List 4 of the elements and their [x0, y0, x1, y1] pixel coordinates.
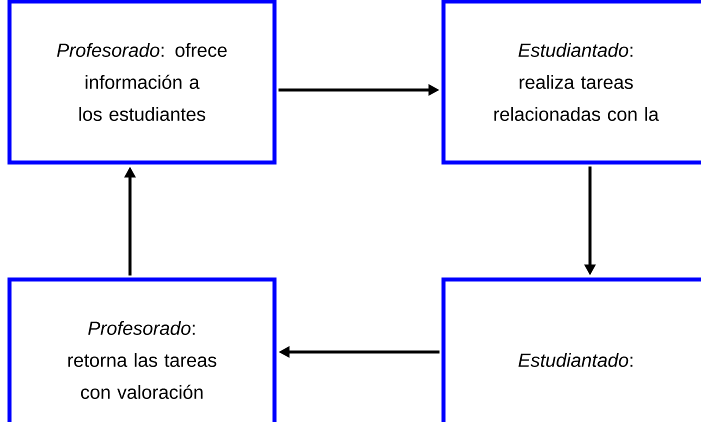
process-box: Profesorado: retorna las tareas con valoración	[8, 277, 276, 422]
process-box: Profesorado: ofrece información a los estudiantes	[8, 0, 276, 164]
process-box: Estudiantado: realiza tareas relacionadas con la	[442, 0, 701, 164]
process-box: Estudiantado:	[442, 277, 701, 422]
